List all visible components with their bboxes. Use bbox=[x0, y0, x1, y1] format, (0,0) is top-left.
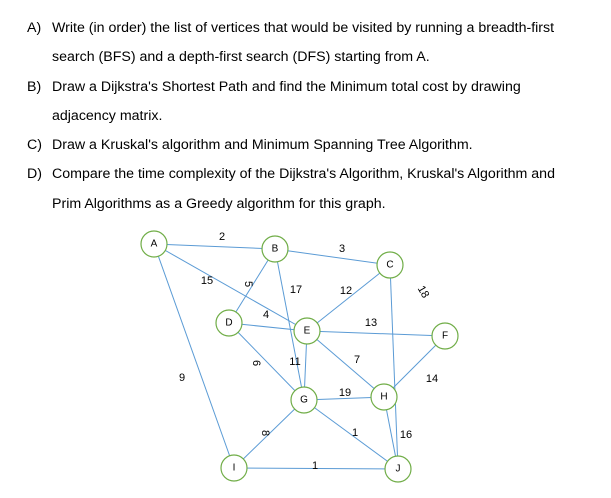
node-label-h: H bbox=[380, 392, 387, 403]
weight-label-c-e: 12 bbox=[340, 285, 352, 297]
node-label-g: G bbox=[300, 395, 308, 406]
question-letter-b: B) bbox=[27, 79, 42, 95]
weight-label-a-i: 9 bbox=[179, 372, 185, 384]
weight-label-b-c: 3 bbox=[339, 243, 345, 255]
node-circle-g bbox=[290, 386, 318, 414]
edge-d-g bbox=[228, 322, 305, 401]
node-label-f: F bbox=[442, 331, 448, 342]
question-b-line-1: Draw a Dijkstra's Shortest Path and find… bbox=[52, 79, 521, 95]
weight-label-f-h: 14 bbox=[426, 373, 438, 385]
edge-e-f bbox=[306, 330, 446, 337]
graph-nodes: A B C D E F G H I J bbox=[140, 230, 459, 483]
edge-g-j bbox=[303, 399, 399, 470]
node-circle-f bbox=[431, 322, 459, 350]
weight-label-a-b: 2 bbox=[219, 231, 225, 243]
weight-label-d-e: 4 bbox=[263, 309, 269, 321]
weight-label-e-g: 11 bbox=[289, 356, 300, 368]
node-circle-i bbox=[220, 454, 248, 482]
node-c: C bbox=[376, 251, 404, 279]
edge-i-j bbox=[233, 467, 399, 470]
weight-label-g-i: 8 bbox=[259, 430, 271, 436]
question-c-line-1: Draw a Kruskal's algorithm and Minimum S… bbox=[52, 137, 473, 153]
weight-label-a-e: 15 bbox=[201, 275, 213, 287]
weight-label-c-j: 18 bbox=[415, 284, 432, 301]
node-b: B bbox=[261, 235, 289, 263]
weight-label-e-h: 7 bbox=[354, 354, 360, 366]
weight-label-h-j: 16 bbox=[400, 429, 412, 441]
node-circle-c bbox=[376, 251, 404, 279]
edge-e-h bbox=[306, 330, 385, 398]
node-g: G bbox=[290, 386, 318, 414]
node-j: J bbox=[384, 455, 412, 483]
edge-c-j bbox=[389, 264, 399, 470]
edge-b-g bbox=[274, 248, 305, 401]
node-a: A bbox=[140, 230, 168, 258]
edge-c-e bbox=[306, 264, 391, 332]
node-f: F bbox=[431, 322, 459, 350]
edge-a-b bbox=[153, 243, 276, 250]
node-circle-e bbox=[293, 317, 321, 345]
node-label-d: D bbox=[225, 318, 232, 329]
weight-label-g-h: 19 bbox=[339, 387, 351, 399]
node-e: E bbox=[293, 317, 321, 345]
graph-edge-weights: 2 15 9 3 5 17 12 18 4 6 13 7 11 14 19 8 1 16 1 bbox=[179, 231, 438, 472]
node-d: D bbox=[215, 309, 243, 337]
question-letter-a: A) bbox=[27, 20, 42, 36]
edge-a-i bbox=[153, 243, 235, 469]
node-label-c: C bbox=[386, 260, 393, 271]
weight-label-d-g: 6 bbox=[250, 360, 262, 366]
node-circle-a bbox=[140, 230, 168, 258]
node-label-i: I bbox=[233, 463, 236, 474]
edge-g-i bbox=[233, 399, 305, 469]
question-letter-c: C) bbox=[27, 137, 42, 153]
question-letter-d: D) bbox=[27, 166, 42, 182]
question-a-line-2: search (BFS) and a depth-first search (D… bbox=[52, 49, 430, 65]
node-label-a: A bbox=[151, 239, 158, 250]
weight-label-b-d: 5 bbox=[242, 281, 254, 287]
weight-label-i-j: 1 bbox=[312, 460, 318, 472]
node-circle-j bbox=[384, 455, 412, 483]
question-d-line-1: Compare the time complexity of the Dijks… bbox=[52, 166, 555, 182]
node-label-b: B bbox=[272, 244, 279, 255]
node-circle-b bbox=[261, 235, 289, 263]
node-circle-d bbox=[215, 309, 243, 337]
edge-f-h bbox=[383, 335, 446, 398]
edge-b-d bbox=[228, 248, 276, 324]
edge-a-e bbox=[153, 243, 308, 332]
node-h: H bbox=[370, 383, 398, 411]
weight-label-b-g: 17 bbox=[290, 284, 302, 296]
question-a-line-1: Write (in order) the list of vertices th… bbox=[52, 20, 555, 36]
question-d-line-2: Prim Algorithms as a Greedy algorithm fo… bbox=[52, 196, 386, 212]
question-list: A) Write (in order) the list of vertices… bbox=[0, 0, 611, 220]
edge-b-c bbox=[274, 248, 391, 266]
weight-label-e-f: 13 bbox=[365, 317, 377, 329]
weight-label-g-j: 1 bbox=[352, 427, 358, 439]
question-b-line-2: adjacency matrix. bbox=[52, 108, 163, 124]
node-i: I bbox=[220, 454, 248, 482]
node-label-e: E bbox=[304, 326, 311, 337]
node-circle-h bbox=[370, 383, 398, 411]
node-label-j: J bbox=[396, 464, 401, 475]
